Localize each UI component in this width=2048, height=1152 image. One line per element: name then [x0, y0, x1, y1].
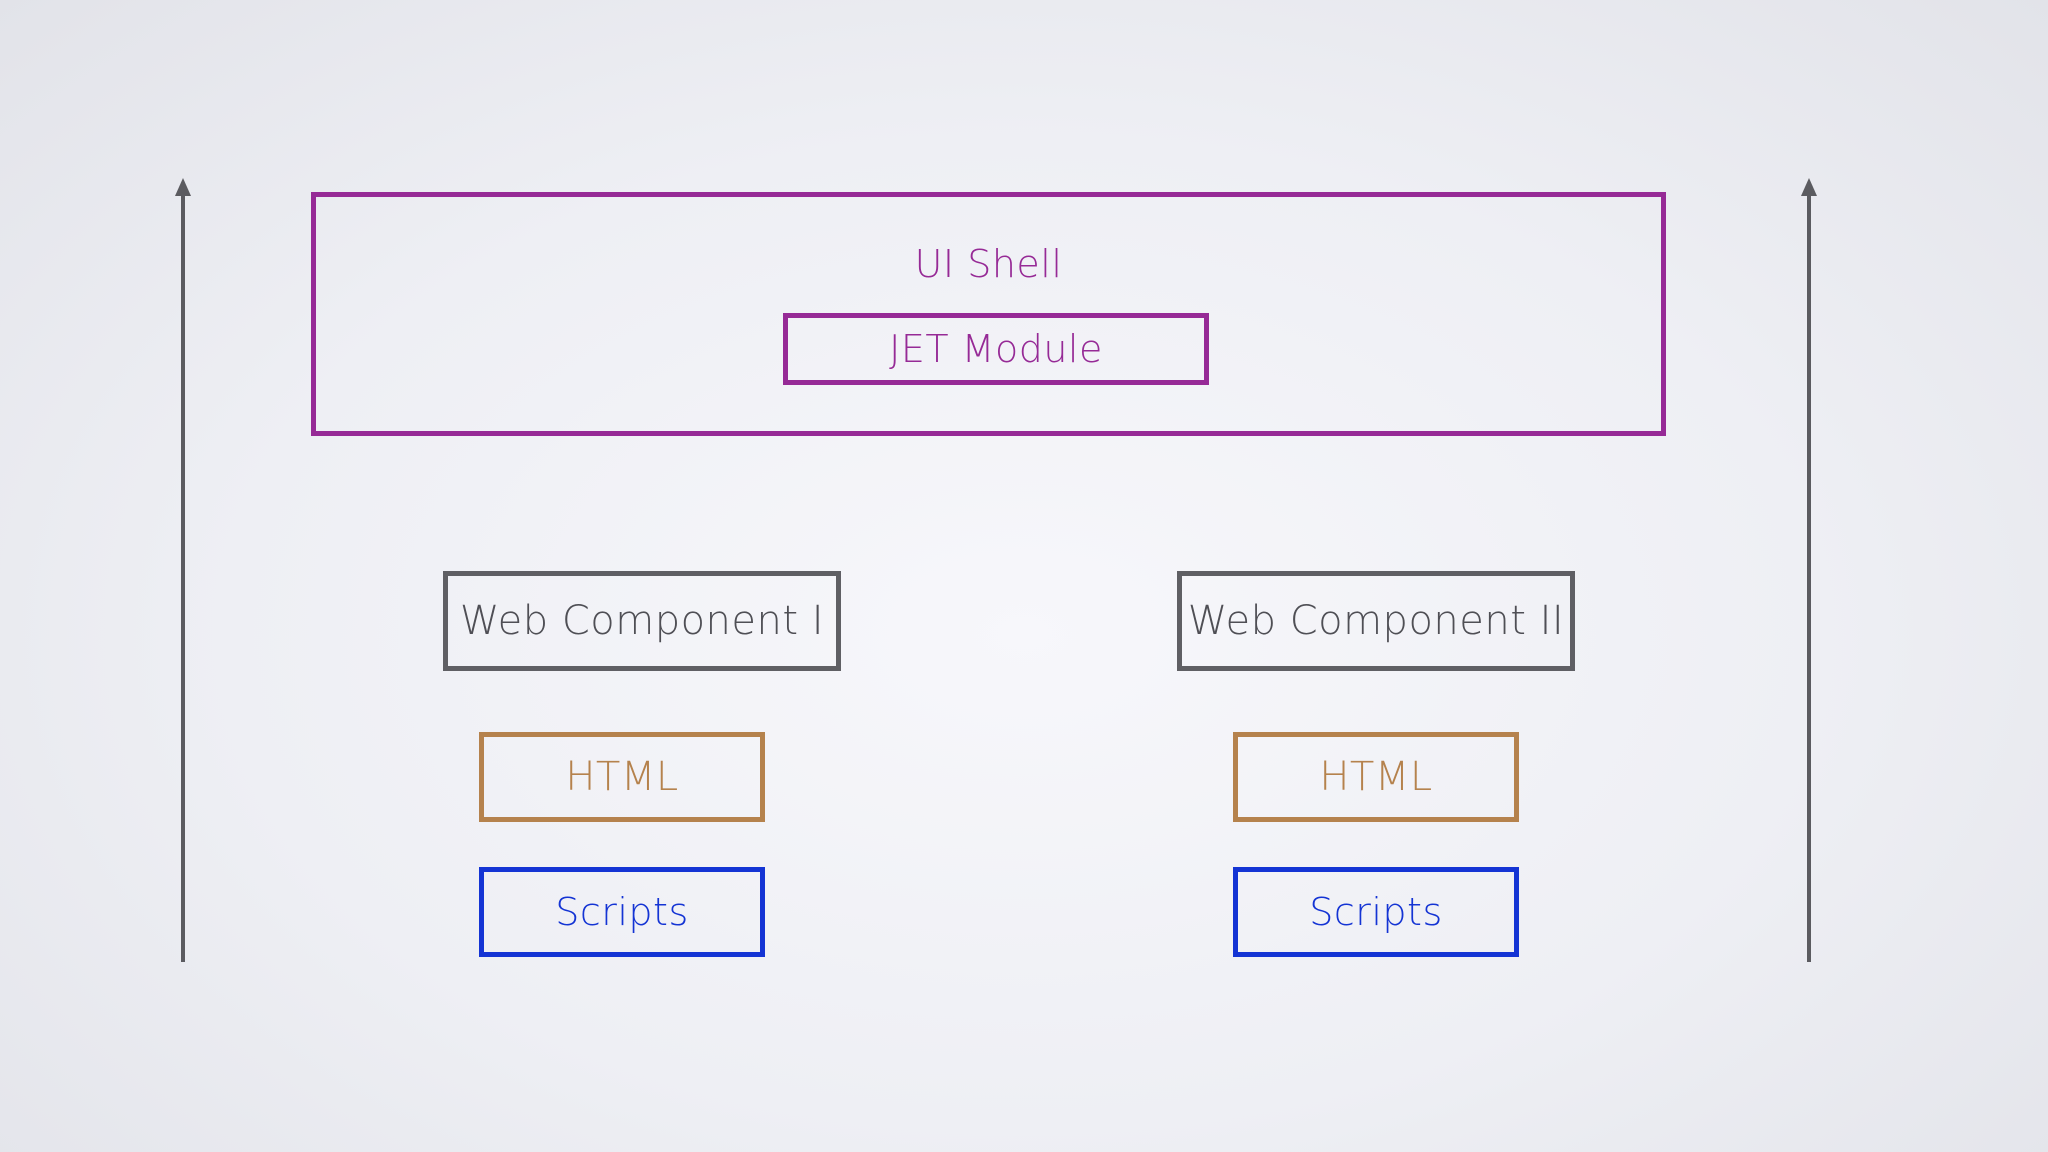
jet-module-label: JET Module: [889, 327, 1103, 371]
scripts-label-2: Scripts: [1309, 890, 1443, 934]
web-component-2-box: Web Component II: [1177, 571, 1575, 671]
html-label-2: HTML: [1319, 754, 1433, 800]
web-component-1-box: Web Component I: [443, 571, 841, 671]
html-label-1: HTML: [565, 754, 679, 800]
web-component-2-label: Web Component II: [1187, 598, 1565, 644]
jet-module-box: JET Module: [783, 313, 1209, 385]
html-box-1: HTML: [479, 732, 765, 822]
web-component-1-label: Web Component I: [459, 598, 825, 644]
left-up-arrow: [175, 178, 191, 962]
right-up-arrow: [1801, 178, 1817, 962]
scripts-box-1: Scripts: [479, 867, 765, 957]
html-box-2: HTML: [1233, 732, 1519, 822]
scripts-label-1: Scripts: [555, 890, 689, 934]
scripts-box-2: Scripts: [1233, 867, 1519, 957]
ui-shell-box: UI Shell: [311, 192, 1666, 436]
ui-shell-label: UI Shell: [914, 242, 1063, 286]
